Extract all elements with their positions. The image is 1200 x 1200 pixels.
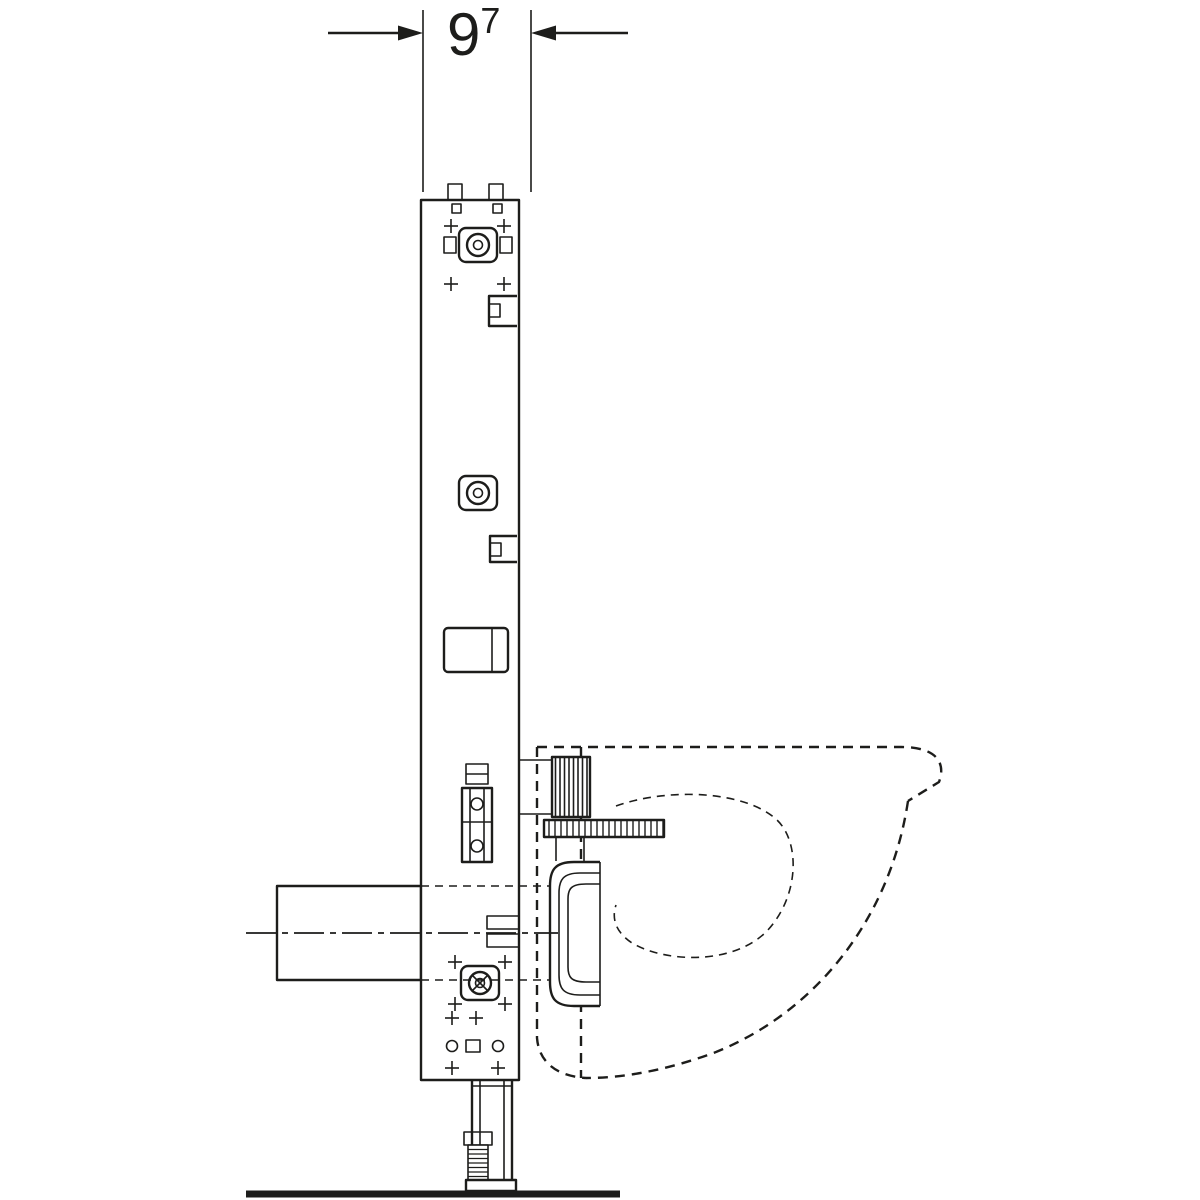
mid-bracket: [488, 534, 517, 564]
mounting-rail: [460, 763, 494, 864]
bottom-fixings: [444, 1010, 506, 1076]
dimension-integer: 9: [447, 1, 480, 68]
arrow-left-icon: [531, 25, 556, 41]
dimension-annotation: 97: [328, 0, 628, 192]
mounting-plate: [542, 818, 666, 839]
dimension-label: 97: [447, 0, 500, 68]
lower-fitting: [447, 954, 513, 1012]
frame-profile: [419, 198, 521, 1082]
pipe-clamps: [486, 915, 520, 948]
toilet-inner-bowl: [613, 793, 794, 959]
arrow-right-icon: [398, 25, 423, 41]
flush-bend: [519, 755, 592, 861]
upper-bracket: [487, 294, 517, 328]
hidden-pipe-lines: [421, 885, 550, 981]
drain-trap: [548, 860, 601, 1008]
junction-box: [442, 626, 510, 674]
water-supply-fitting: [443, 218, 513, 292]
dimension-superscript: 7: [480, 0, 500, 41]
foot-assembly: [463, 1080, 518, 1193]
installation-frame: [419, 183, 521, 1082]
